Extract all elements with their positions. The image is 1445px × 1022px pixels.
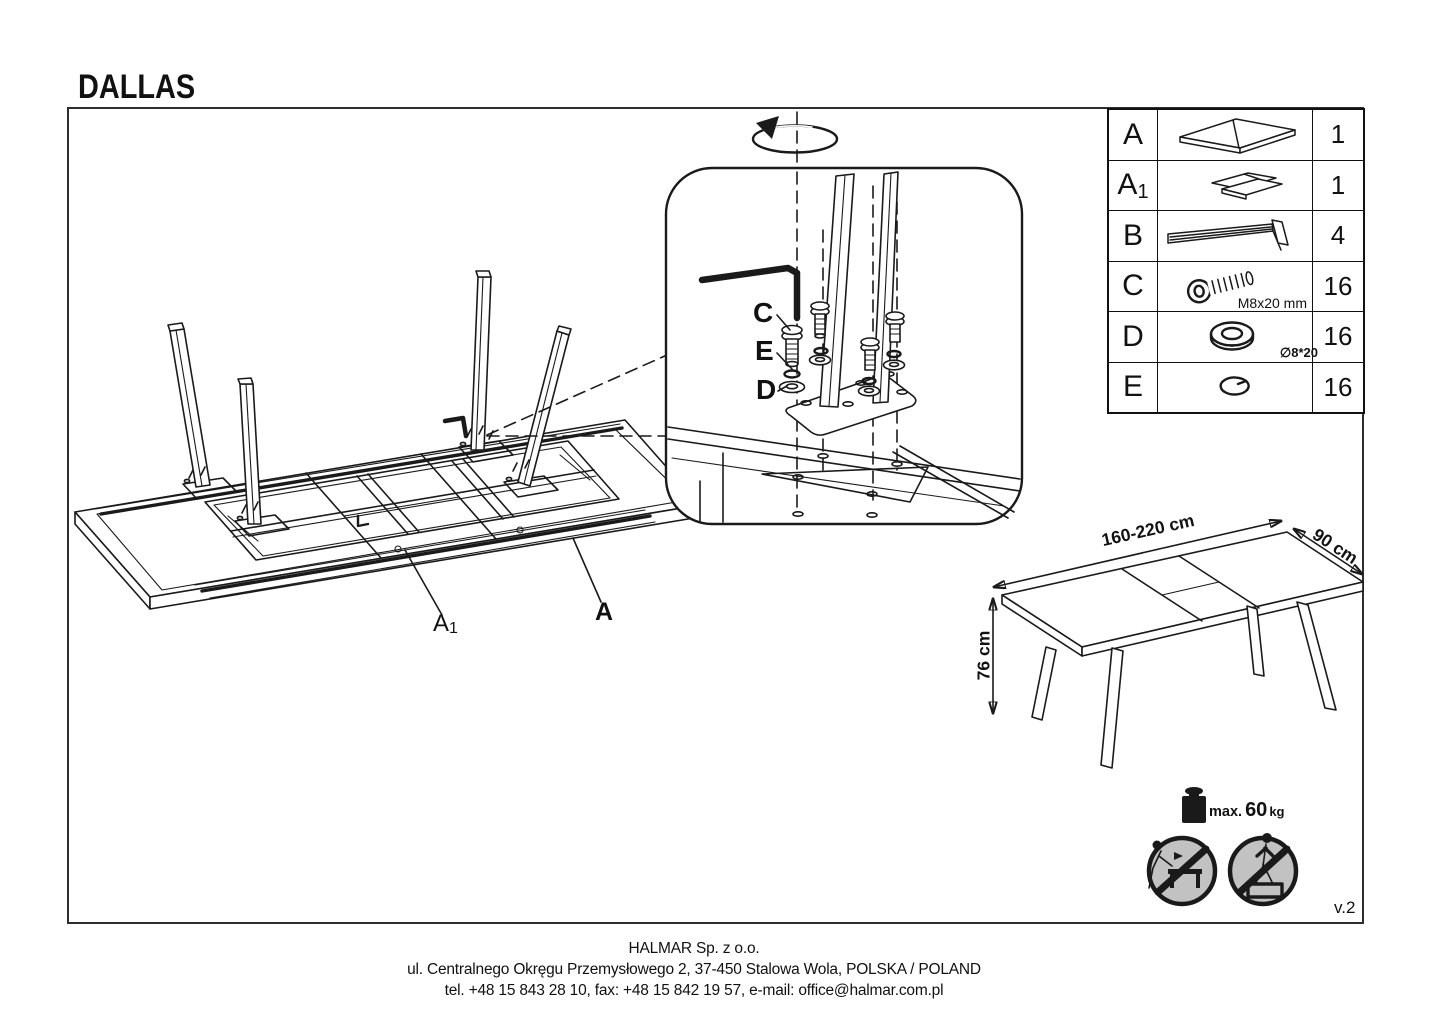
part-id: A: [1117, 168, 1138, 202]
footer-address: ul. Centralnego Okręgu Przemysłowego 2, …: [407, 961, 981, 978]
part-qty: 4: [1312, 211, 1363, 261]
callout-label-washer: D: [756, 374, 777, 405]
leg-part-icon: [1167, 219, 1289, 251]
washer-part-icon: [1209, 321, 1255, 351]
exploded-label-a: A: [595, 598, 614, 626]
part-id: A: [1122, 117, 1143, 151]
part-id: C: [1122, 269, 1144, 303]
part-id: D: [1122, 319, 1144, 353]
footer-company: HALMAR Sp. z o.o.: [628, 940, 760, 957]
part-qty: 16: [1312, 312, 1363, 362]
part-qty: 1: [1312, 160, 1363, 210]
callout-label-lock-washer: E: [755, 335, 774, 366]
part-id: E: [1122, 370, 1143, 404]
part-qty: 16: [1312, 362, 1363, 412]
footer: HALMAR Sp. z o.o. ul. Centralnego Okręgu…: [0, 938, 1388, 1001]
tabletop-part-icon: [1179, 118, 1296, 154]
parts-row-c: C M8x20 mm 16: [1109, 260, 1363, 311]
screw-part-icon: [1186, 271, 1254, 304]
parts-row-a: A 1: [1109, 110, 1363, 160]
load-limit-label: max. 60 kg: [1209, 799, 1285, 821]
version-label: v.2: [1334, 898, 1356, 917]
part-id: B: [1122, 218, 1143, 252]
parts-row-e: E 16: [1109, 361, 1363, 412]
footer-contact: tel. +48 15 843 28 10, fax: +48 15 842 1…: [444, 982, 944, 999]
parts-row-b: B 4: [1109, 210, 1363, 261]
lock-washer-part-icon: [1219, 376, 1250, 396]
exploded-label-a1: A1: [433, 610, 458, 637]
dimension-height-label: 76 cm: [973, 630, 994, 681]
parts-table: A 1 A 1 1 B: [1107, 108, 1365, 414]
callout-label-screw: C: [753, 297, 774, 328]
part-qty: 16: [1312, 261, 1363, 311]
part-qty: 1: [1312, 110, 1363, 160]
parts-row-d: D ∅8*20 16: [1109, 311, 1363, 362]
extension-leaf-part-icon: [1211, 172, 1283, 200]
page-title: DALLAS: [78, 68, 196, 106]
